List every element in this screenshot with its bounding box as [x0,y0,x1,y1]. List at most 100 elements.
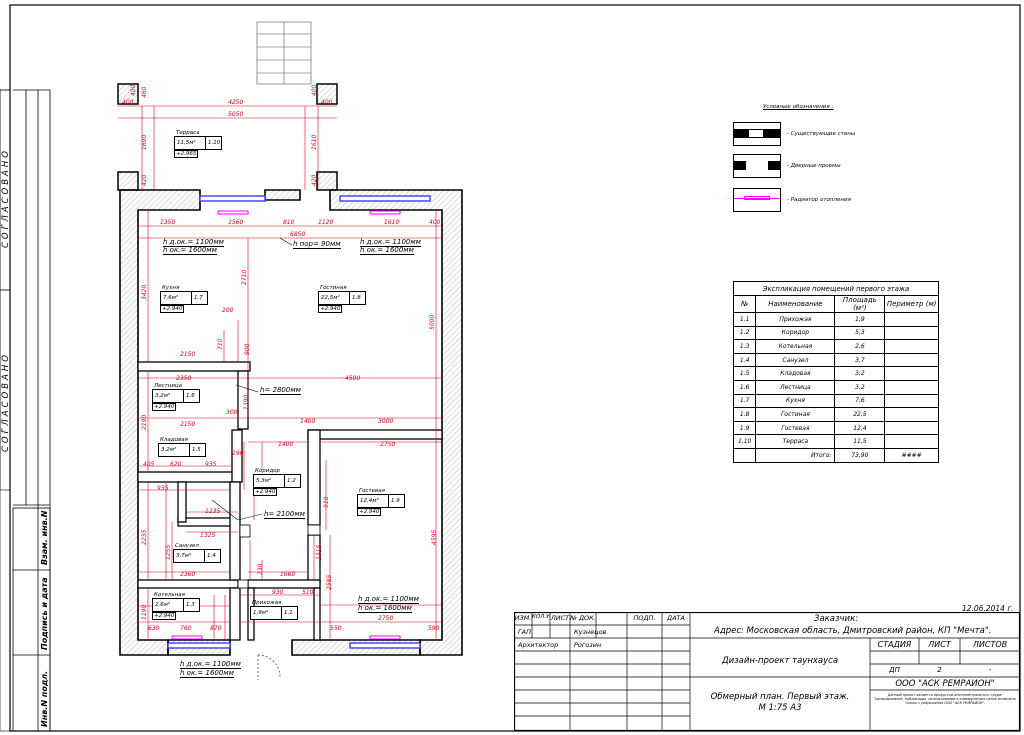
dimension-d2750a: 2750 [380,441,395,448]
schedule-cell-perim [884,379,939,395]
room-name: Гостиная [320,285,347,291]
schedule-cell-n: 1.3 [732,339,757,354]
total-perimeter: #### [884,447,939,463]
schedule-cell-n: 1.7 [732,393,757,409]
sheet-value: 2 [937,666,942,674]
schedule-cell-perim [884,407,939,422]
schedule-cell-name: Кухня [755,393,836,409]
dimension-d400b: 400 [321,99,333,106]
room-number: 1.8 [352,295,361,301]
note-threshold: h пор= 90мм [293,240,341,249]
project-name: Дизайн-проект таунхауса [721,656,839,666]
dimension-d510: 510 [302,589,314,596]
entrance-stair [256,21,312,85]
room-area: 22,5м² [321,295,340,301]
note-sill-bottom-left: h д.ок.= 1100мм [180,660,241,669]
schedule-cell-n: 1.8 [732,407,757,422]
room-area: 11,5м² [177,140,196,146]
dimension-d1390: 1390 [243,395,250,410]
total-area: 73,90 [834,447,886,463]
sheet-title: Обмерный план. Первый этаж. [710,692,850,702]
room-name: Лестница [154,383,183,389]
dimension-d2360: 2360 [180,571,195,578]
schedule-cell-name: Лестница [755,379,836,395]
room-number: 1.7 [194,295,203,301]
room-name: Прихожая [252,600,282,606]
schedule-cell-name: Гостевая [755,420,836,436]
interior-walls [137,361,443,641]
room-number: 1.10 [208,140,221,146]
dimension-d870: 870 [210,625,222,632]
hdr-kolich: КОЛ.УЧ [532,614,550,620]
dimension-d6850: 6850 [290,231,305,238]
dimension-d5000: 5000 [429,315,436,330]
note-win-top-right: h ок.= 1600мм [360,246,414,255]
schedule-cell-n: 1.6 [732,379,757,395]
dimension-d630: 630 [148,625,160,632]
note-win-bottom-right: h ок.= 1600мм [358,604,412,613]
dimension-d1120: 1120 [318,219,333,226]
room-name: Гостевая [359,488,385,494]
sheets-header: ЛИСТОВ [972,640,1008,649]
dimension-d550: 550 [330,625,342,632]
dimension-d2350: 2350 [176,375,191,382]
room-level: +2.940 [152,403,177,411]
dimension-d4250: 4250 [228,99,243,106]
schedule-cell-perim [884,420,939,436]
schedule-cell-name: Коридор [755,325,836,341]
dimension-d760: 760 [180,625,192,632]
schedule-cell-area: 1,9 [834,312,886,327]
stage-header: СТАДИЯ [877,640,912,649]
room-area: 3,2м² [155,393,171,399]
schedule-col-header: № [732,295,757,313]
room-name: Терраса [176,130,200,136]
dimension-d2750b: 2750 [378,615,393,622]
dimension-d460: 460 [141,86,148,98]
gap-role: ГАП [518,628,531,636]
room-name: Кухня [162,285,180,291]
schedule-cell-area: 3,7 [834,352,886,368]
room-level: +2.940 [152,612,177,620]
dimension-d1255: 1255 [165,545,172,560]
dimension-d1325: 1325 [200,532,215,539]
dimension-d2710: 2710 [241,270,248,285]
stage-value: ДП [889,666,900,674]
room-number: 1.9 [391,498,400,504]
dimension-d1610v: 1610 [311,135,318,150]
dimension-d420b: 420 [311,174,318,186]
dimension-d590: 590 [428,625,440,632]
legend-radiator: - Радиатор отопления [733,188,933,212]
gap-name: Кузнецов [574,628,607,636]
schedule-cell-name: Терраса [755,434,836,449]
schedule-cell-name: Котельная [755,339,836,354]
schedule-cell-area: 22,5 [834,407,886,422]
dimension-d2150a: 2150 [180,351,195,358]
schedule-col-header: Площадь (м²) [834,295,886,313]
schedule-cell-area: 12,4 [834,420,886,436]
dimension-d1315: 1315 [316,545,323,560]
terrace-post-left [117,83,139,105]
room-level: +2.940 [253,488,278,496]
room-area: 5,3м² [256,478,272,484]
dimension-d2235: 2235 [141,530,148,545]
dimension-d3420: 3420 [141,285,148,300]
room-number: 1.6 [186,393,195,399]
dimension-d1235: 1235 [205,508,220,515]
radiators [171,210,401,640]
dimension-d3000: 3000 [378,418,393,425]
legend-title: Условные обозначения : [763,104,834,110]
dimension-d1690: 1690 [141,135,148,150]
schedule-cell-perim [884,352,939,368]
schedule-col-header: Периметр (м) [884,295,939,313]
dimension-d1190: 1190 [141,605,148,620]
dimension-d1400b: 1400 [278,441,293,448]
schedule-cell-area: 5,3 [834,325,886,341]
